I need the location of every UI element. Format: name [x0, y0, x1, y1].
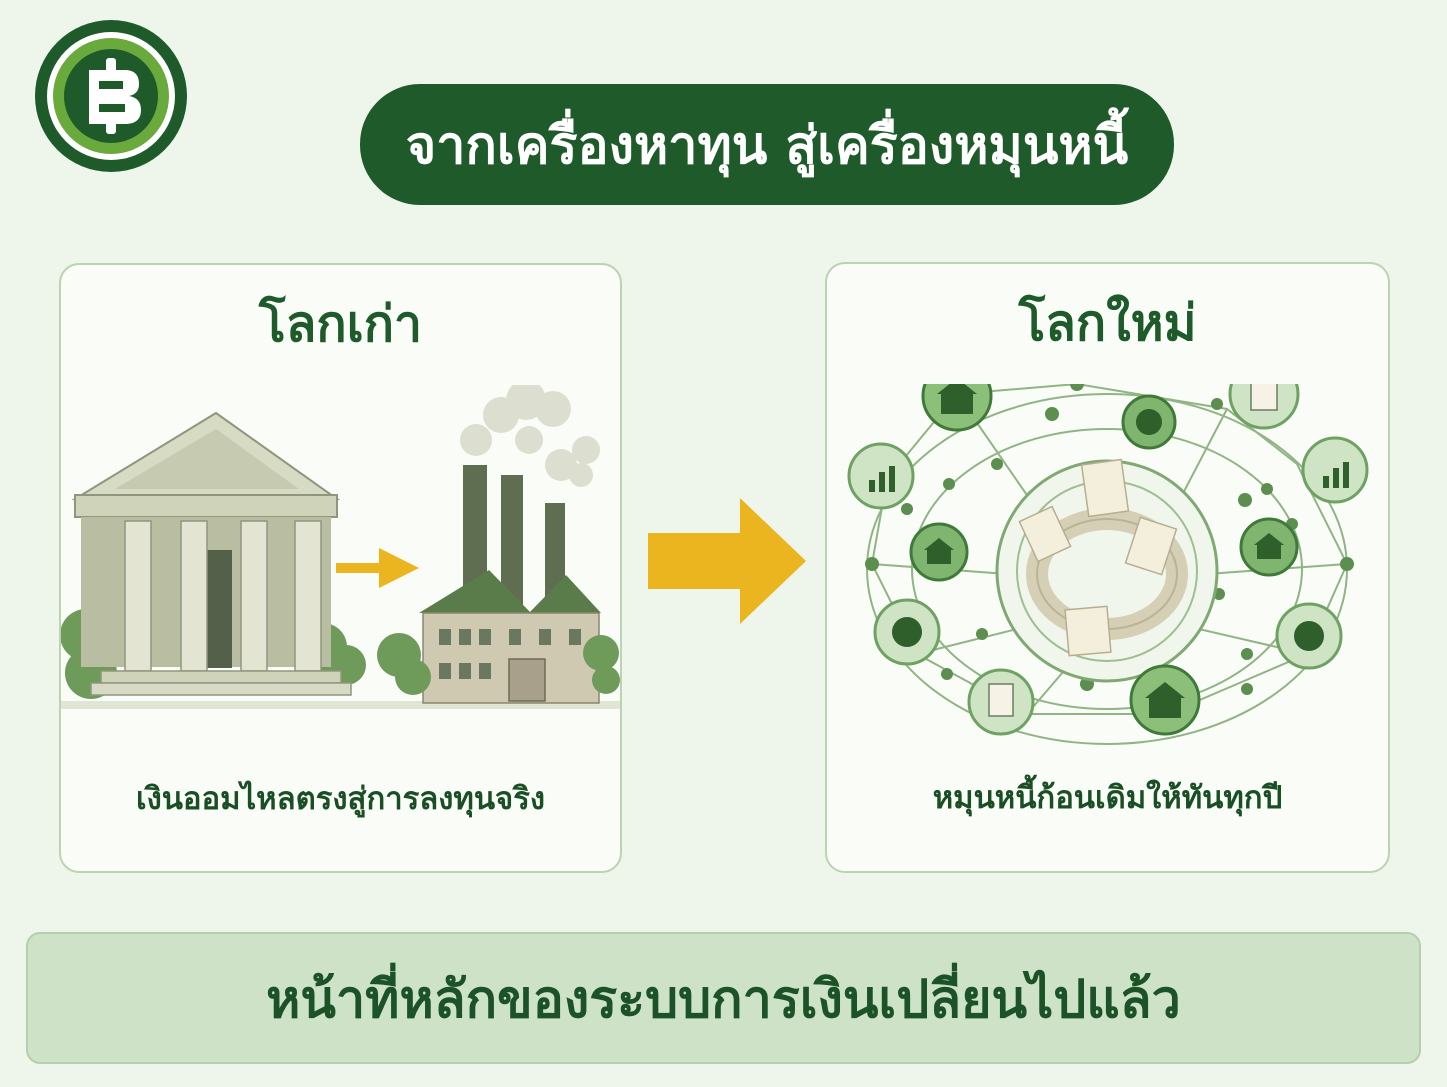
bank-node-icon: [921, 384, 993, 432]
small-arrow-icon: [336, 548, 419, 588]
pie-chart-node-icon: [873, 598, 941, 666]
transition-arrow-icon: [648, 498, 806, 624]
bank-node-icon: [1239, 517, 1299, 577]
bank-node-icon: [909, 522, 969, 582]
old-world-panel: โลกเก่า: [59, 263, 622, 873]
rolling-debt-papers-icon: [995, 458, 1219, 683]
conclusion-text: หน้าที่หลักของระบบการเงินเปลี่ยนไปแล้ว: [266, 969, 1181, 1030]
tree-icon: [377, 633, 620, 695]
growth-chart-node-icon: [1301, 436, 1369, 504]
bank-building-icon: [71, 411, 352, 696]
new-world-panel: โลกใหม่: [825, 262, 1390, 873]
old-world-title: โลกเก่า: [258, 295, 423, 353]
debt-network-illustration: [847, 384, 1369, 745]
growth-chart-node-icon: [847, 442, 915, 510]
factory-icon: [419, 385, 601, 704]
pie-chart-node-icon: [1121, 394, 1177, 450]
bank-to-factory-illustration: [61, 385, 620, 709]
page-title: จากเครื่องหาทุน สู่เครื่องหมุนหนี้: [360, 84, 1174, 205]
page-title-text: จากเครื่องหาทุน สู่เครื่องหมุนหนี้: [405, 116, 1129, 176]
new-world-title: โลกใหม่: [1018, 294, 1197, 352]
old-world-caption: เงินออมไหลตรงสู่การลงทุนจริง: [136, 781, 545, 817]
pie-chart-node-icon: [1275, 602, 1343, 670]
conclusion-banner: หน้าที่หลักของระบบการเงินเปลี่ยนไปแล้ว: [26, 932, 1421, 1064]
document-node-icon: [967, 668, 1035, 736]
new-world-caption: หมุนหนี้ก้อนเดิมให้ทันทุกปี: [932, 780, 1283, 816]
bank-node-icon: [1129, 664, 1201, 736]
baht-logo-icon: [35, 20, 187, 172]
document-node-icon: [1228, 384, 1300, 430]
